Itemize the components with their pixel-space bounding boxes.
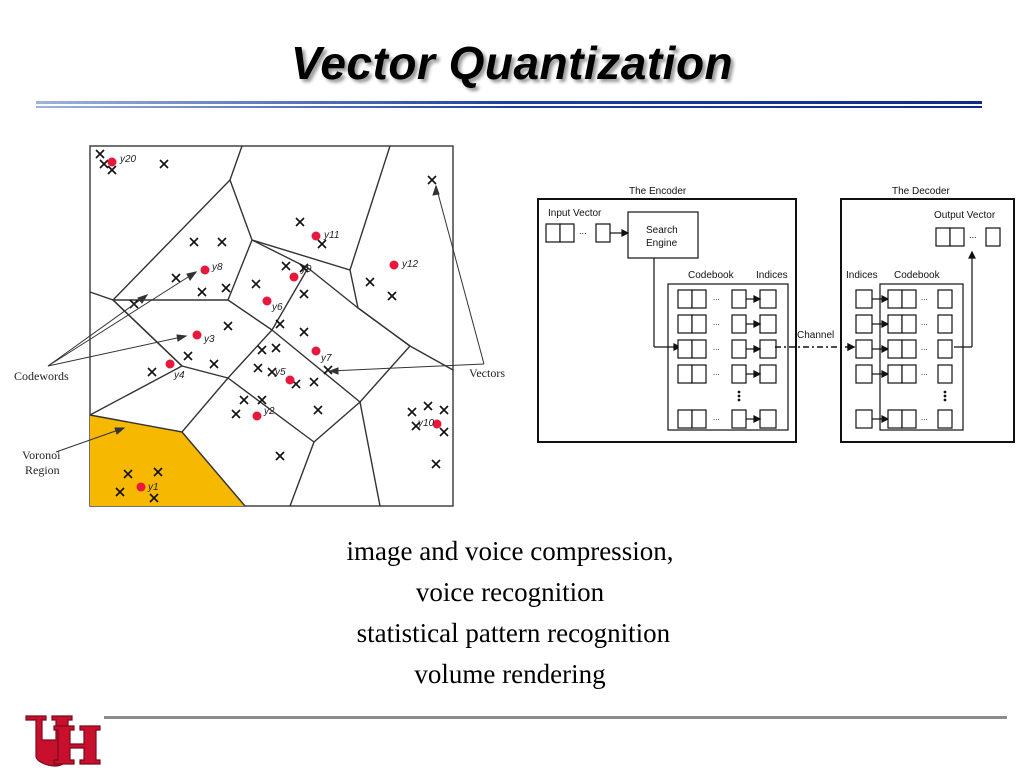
codebook-cell <box>901 314 917 334</box>
ellipsis: ... <box>713 413 720 422</box>
codebook-cell <box>691 289 707 309</box>
codebook-cell <box>691 339 707 359</box>
codebook-cell <box>901 289 917 309</box>
decoder-title: The Decoder <box>892 186 950 197</box>
footer-divider <box>104 716 1007 719</box>
svg-text:...: ... <box>579 226 587 236</box>
output-vector-label: Output Vector <box>934 210 996 221</box>
codeword-label-y11: y11 <box>323 230 339 241</box>
index-cell <box>855 409 873 429</box>
index-cell <box>855 314 873 334</box>
codebook-cell <box>887 409 903 429</box>
index-cell <box>759 364 777 384</box>
codebook-cell <box>937 409 953 429</box>
codeword-label-y5: y5 <box>274 367 286 378</box>
svg-text:Engine: Engine <box>646 238 678 249</box>
codebook-cell <box>937 289 953 309</box>
codebook-cell <box>937 339 953 359</box>
codebook-cell <box>901 339 917 359</box>
voronoi-region-highlight <box>90 415 245 506</box>
encoder-indices-label: Indices <box>756 270 788 281</box>
codeword-label-y6: y6 <box>271 302 283 313</box>
codeword-label-y12: y12 <box>401 259 419 270</box>
input-vectors <box>95 149 449 503</box>
ellipsis: ... <box>921 413 928 422</box>
title-divider <box>36 101 982 108</box>
codeword-label-y10: y10 <box>417 418 435 429</box>
decoder-codebook-label: Codebook <box>894 270 941 281</box>
ellipsis: ... <box>713 343 720 352</box>
codebook-cell <box>887 314 903 334</box>
svg-text:Search: Search <box>646 225 678 236</box>
application-item: voice recognition <box>415 577 605 607</box>
ellipsis: ... <box>921 293 928 302</box>
voronoi-diagram: y20 y11 y8 y9 y12 y6 y3 y4 y7 y5 y2 y10 … <box>14 145 505 507</box>
slide-title: Vector Quantization <box>290 37 734 89</box>
svg-text:...: ... <box>969 230 977 240</box>
channel-label: Channel <box>797 330 834 341</box>
codebook-cell <box>691 314 707 334</box>
ellipsis: ... <box>921 343 928 352</box>
codebook-cell <box>731 339 747 359</box>
index-cell <box>759 314 777 334</box>
index-cell <box>855 339 873 359</box>
codebook-cell <box>887 339 903 359</box>
index-cell <box>855 289 873 309</box>
codeword-label-y7: y7 <box>320 353 332 364</box>
codebook-cell <box>887 364 903 384</box>
codebook-cell <box>937 314 953 334</box>
codebook-cell <box>677 289 693 309</box>
codeword-label-y4: y4 <box>173 370 185 381</box>
codebook-cell <box>677 339 693 359</box>
ellipsis: ... <box>713 318 720 327</box>
encoder-title: The Encoder <box>629 186 687 197</box>
ellipsis: ... <box>921 318 928 327</box>
codeword-label-y3: y3 <box>203 334 215 345</box>
codebook-cell <box>691 409 707 429</box>
codeword-label-y1: y1 <box>147 482 159 493</box>
voronoi-label-line2: Region <box>25 463 60 477</box>
codebook-cell <box>731 289 747 309</box>
index-cell <box>759 409 777 429</box>
applications-list: image and voice compression, voice recog… <box>250 531 770 695</box>
ellipsis: ... <box>713 293 720 302</box>
codebook-cell <box>731 409 747 429</box>
university-logo <box>25 715 101 767</box>
ellipsis: ... <box>921 368 928 377</box>
codebook-cell <box>731 364 747 384</box>
codebook-cell <box>677 409 693 429</box>
ellipsis: ... <box>713 368 720 377</box>
codebook-cell <box>677 314 693 334</box>
codebook-cell <box>937 364 953 384</box>
decoder-indices-label: Indices <box>846 270 878 281</box>
index-cell <box>855 364 873 384</box>
search-engine-box <box>627 211 699 259</box>
codewords <box>107 157 442 492</box>
encoder-decoder-diagram: The Encoder The Decoder Input Vector ...… <box>537 186 1015 443</box>
codebook-cell <box>691 364 707 384</box>
index-cell <box>759 339 777 359</box>
index-cell <box>759 289 777 309</box>
codebook-cell <box>901 409 917 429</box>
application-item: volume rendering <box>414 659 606 689</box>
codeword-label-y8: y8 <box>211 262 223 273</box>
codewords-label: Codewords <box>14 369 69 383</box>
encoder-codebook-label: Codebook <box>688 270 735 281</box>
application-item: statistical pattern recognition <box>349 618 671 648</box>
codebook-cell <box>677 364 693 384</box>
vectors-label: Vectors <box>469 366 505 380</box>
codeword-label-y2: y2 <box>263 406 275 417</box>
codeword-label-y9: y9 <box>300 264 312 275</box>
application-item: image and voice compression, <box>346 536 674 566</box>
voronoi-label-line1: Voronoi <box>22 448 61 462</box>
codebook-cell <box>731 314 747 334</box>
input-vector-label: Input Vector <box>548 208 602 219</box>
codeword-label-y20: y20 <box>119 154 137 165</box>
codebook-cell <box>901 364 917 384</box>
codebook-cell <box>887 289 903 309</box>
